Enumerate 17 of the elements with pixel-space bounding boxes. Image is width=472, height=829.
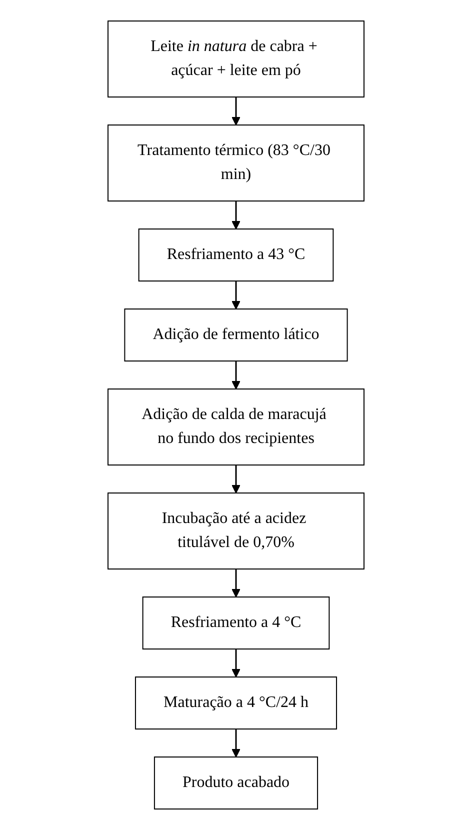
arrow bbox=[232, 464, 240, 493]
node-box: Maturação a 4 °C/24 h bbox=[134, 676, 338, 729]
arrow bbox=[232, 728, 240, 757]
arrow bbox=[232, 648, 240, 677]
node-box: Incubação até a acidez titulável de 0,70% bbox=[108, 492, 364, 569]
node-box: Adição de calda de maracujá no fundo dos recipientes bbox=[108, 388, 364, 465]
arrow bbox=[232, 360, 240, 389]
arrow bbox=[232, 96, 240, 125]
node-box: Adição de fermento lático bbox=[124, 308, 348, 361]
node-box: Tratamento térmico (83 °C/30 min) bbox=[108, 124, 364, 201]
node-box: Resfriamento a 4 °C bbox=[142, 596, 330, 649]
node-box: Resfriamento a 43 °C bbox=[138, 228, 334, 281]
arrow bbox=[232, 200, 240, 229]
arrow bbox=[232, 568, 240, 597]
node-box: Produto acabado bbox=[154, 756, 318, 809]
node-box: Leite in natura de cabra + açúcar + leite em pó bbox=[108, 20, 364, 97]
arrow bbox=[232, 280, 240, 309]
